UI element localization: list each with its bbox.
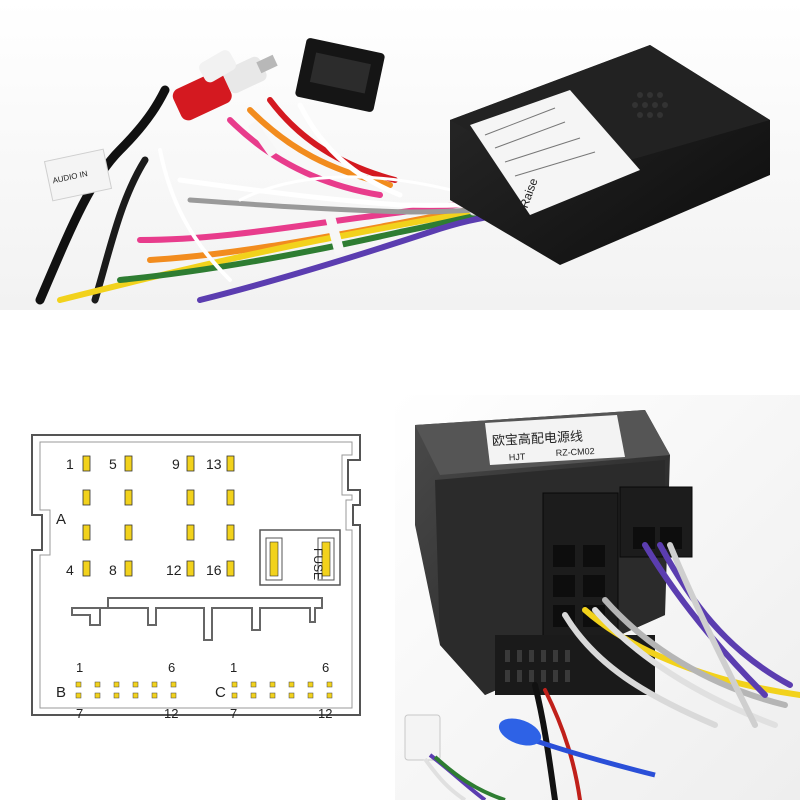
pin-label-5: 5: [109, 456, 117, 472]
pin: [75, 681, 82, 688]
pin: [82, 489, 91, 506]
pin: [186, 560, 195, 577]
pin: [82, 560, 91, 577]
pin-grid-c: [231, 681, 333, 699]
cable-tie: [248, 120, 278, 158]
connector-b-label: B: [56, 684, 66, 701]
pin-label-12: 12: [166, 562, 182, 578]
decoder-module: Raise: [450, 45, 770, 265]
pin: [113, 681, 120, 688]
housing-label: [485, 415, 625, 465]
pin: [269, 692, 276, 699]
pin: [151, 681, 158, 688]
pin: [226, 489, 235, 506]
power-connector-photo: 欧宝高配电源线 HJT RZ-CM02: [395, 395, 800, 800]
connector-a-label: A: [56, 511, 66, 528]
pin: [124, 560, 133, 577]
pin: [124, 455, 133, 472]
pin-label-16: 16: [206, 562, 222, 578]
pin: [269, 681, 276, 688]
cable-tie: [324, 214, 346, 256]
connector-pinout-diagram: A 1 5 9 13 4 8 12 16 FUSE 1 6 B 7 12 1 6…: [31, 434, 361, 721]
pin: [94, 692, 101, 699]
pin-grid-a: [82, 455, 235, 577]
audio-in-tag: [43, 148, 113, 202]
housing-label-line1: 欧宝高配电源线: [492, 429, 584, 449]
pin: [94, 681, 101, 688]
b-pin-bottom-first: 7: [76, 706, 83, 721]
pin: [226, 455, 235, 472]
pin: [75, 692, 82, 699]
pin: [132, 681, 139, 688]
c-pin-top-first: 1: [230, 660, 237, 675]
housing-label-line2-left: HJT: [509, 452, 526, 463]
socket-blocks: [542, 486, 693, 649]
pin: [326, 692, 333, 699]
pin-label-4: 4: [66, 562, 74, 578]
pin-grid-b: [75, 681, 177, 699]
c-pin-bottom-first: 7: [230, 706, 237, 721]
pin: [250, 692, 257, 699]
pin: [186, 489, 195, 506]
pin: [113, 692, 120, 699]
pin: [82, 524, 91, 541]
pin: [231, 692, 238, 699]
blue-fuse-holder: [498, 718, 656, 778]
b-pin-bottom-last: 12: [164, 706, 178, 721]
pin: [186, 455, 195, 472]
small-white-connector: [404, 714, 506, 800]
pin: [226, 560, 235, 577]
pin-label-13: 13: [206, 456, 222, 472]
pin: [124, 524, 133, 541]
b-pin-top-last: 6: [168, 660, 175, 675]
pin-label-1: 1: [66, 456, 74, 472]
pin: [186, 524, 195, 541]
output-wires: [532, 542, 800, 800]
c-pin-bottom-last: 12: [318, 706, 332, 721]
pin: [124, 489, 133, 506]
pin: [288, 692, 295, 699]
pin: [170, 681, 177, 688]
speaker-grille: [632, 92, 668, 118]
pin: [307, 692, 314, 699]
pin: [231, 681, 238, 688]
module-label-sticker: [470, 90, 640, 215]
pin: [288, 681, 295, 688]
black-cables: [35, 85, 170, 305]
pin: [151, 692, 158, 699]
pin: [82, 455, 91, 472]
pin-label-8: 8: [109, 562, 117, 578]
iso-plug: [295, 38, 385, 112]
pin: [170, 692, 177, 699]
connector-outline: [31, 434, 361, 716]
pin: [307, 681, 314, 688]
multi-pin-socket: [495, 635, 655, 695]
c-pin-top-last: 6: [322, 660, 329, 675]
fuse-block: [259, 529, 341, 586]
pin: [250, 681, 257, 688]
connector-c-label: C: [215, 684, 226, 701]
b-pin-top-first: 1: [76, 660, 83, 675]
pin: [132, 692, 139, 699]
keying-ridge: [71, 597, 323, 641]
rca-plugs: [172, 50, 278, 121]
fuse-label: FUSE: [311, 548, 325, 580]
pin: [326, 681, 333, 688]
pin-label-9: 9: [172, 456, 180, 472]
housing-label-line2-right: RZ-CM02: [555, 446, 594, 458]
harness-module-photo: AUDIO IN: [0, 0, 800, 310]
pin: [226, 524, 235, 541]
